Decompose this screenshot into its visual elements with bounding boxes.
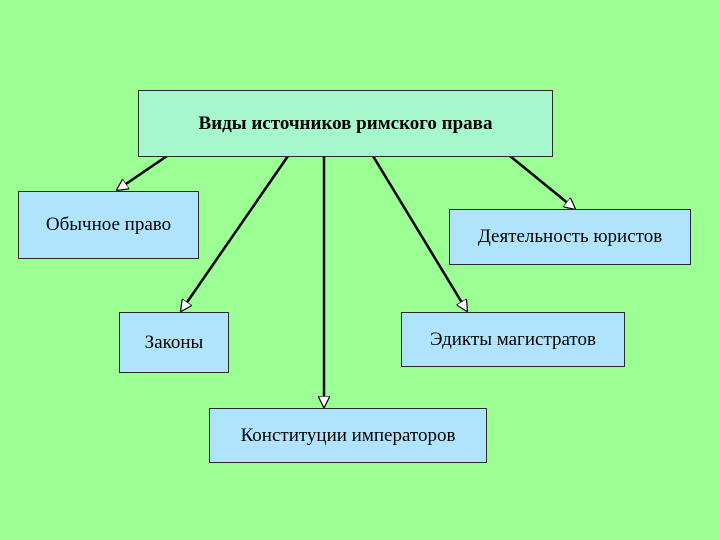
node-laws-label: Законы <box>144 331 204 353</box>
node-jurists-label: Деятельность юристов <box>477 226 663 247</box>
node-customary-law-label: Обычное право <box>45 214 172 235</box>
node-edicts-label: Эдикты магистратов <box>430 328 596 350</box>
arrow-to-jurists <box>509 155 575 209</box>
root-node-label: Виды источников римского права <box>198 112 493 134</box>
root-node: Виды источников римского права <box>138 90 553 157</box>
node-constitutions-label: Конституции императоров <box>240 424 456 446</box>
node-jurists: Деятельность юристов <box>449 209 691 265</box>
arrow-to-edicts <box>371 155 467 311</box>
node-constitutions: Конституции императоров <box>209 408 487 463</box>
arrow-to-laws <box>181 155 290 311</box>
node-laws: Законы <box>119 312 229 373</box>
node-customary-law: Обычное право <box>18 191 199 259</box>
node-edicts: Эдикты магистратов <box>401 312 625 367</box>
arrow-to-customary <box>117 154 168 190</box>
